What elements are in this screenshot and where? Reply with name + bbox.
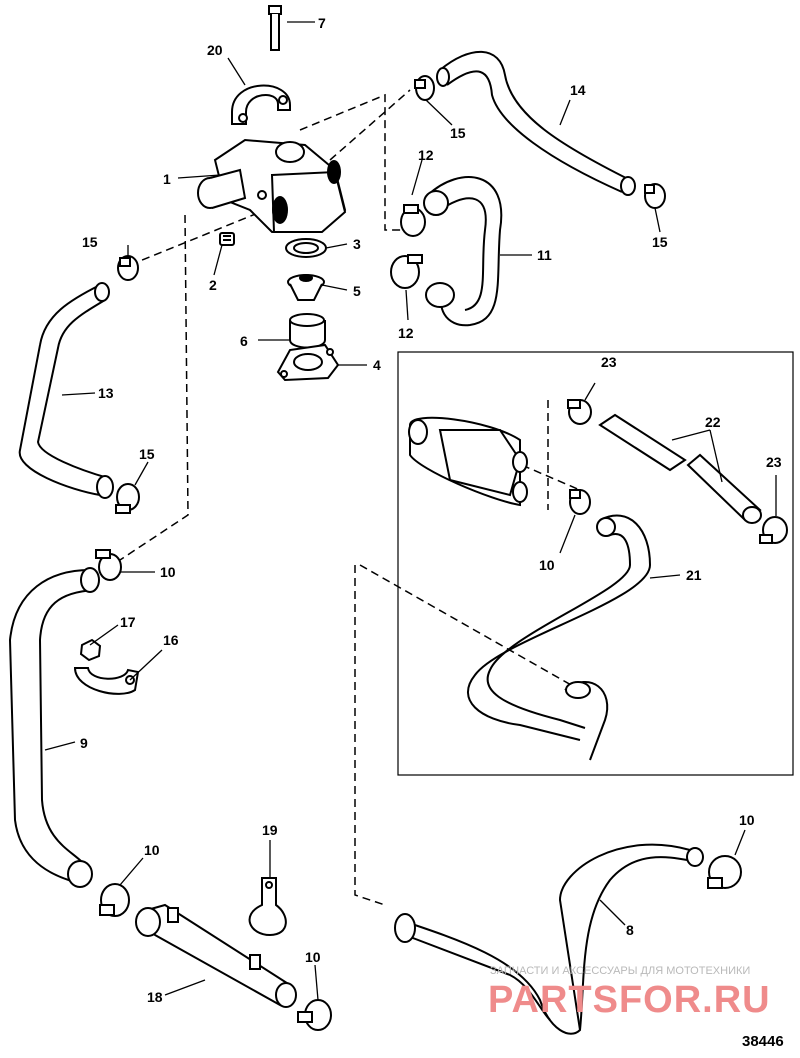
part-12-clamp-b: [390, 254, 423, 289]
part-10-clamp-d: [99, 883, 130, 917]
part-y-fitting: [408, 416, 528, 507]
part-13-hose: [18, 282, 114, 499]
callout-23a: 23: [601, 354, 617, 370]
part-23-clamp-b: [759, 516, 788, 544]
part-5-thermostat: [287, 274, 325, 301]
part-21-hose: [467, 514, 652, 761]
callout-labels: 7 20 1 2 3 5 6 4 14 15 12 11 12 15 15 13…: [80, 15, 782, 1005]
part-12-clamp-a: [400, 204, 426, 237]
part-8-hose: [394, 843, 704, 1035]
callout-10e: 10: [305, 949, 321, 965]
watermark: ЗАПЧАСТИ И АКСЕССУАРЫ ДЛЯ МОТОТЕХНИКИ PA…: [488, 965, 771, 1021]
callout-13: 13: [98, 385, 114, 401]
watermark-brand: PARTSFOR.RU: [488, 979, 771, 1021]
callout-22: 22: [705, 414, 721, 430]
callout-1: 1: [163, 171, 171, 187]
callout-19: 19: [262, 822, 278, 838]
callout-6: 6: [240, 333, 248, 349]
inset-frame: [397, 351, 794, 776]
diagram-code: 38446: [742, 1033, 784, 1050]
part-15-clamp-b: [644, 183, 666, 209]
callout-4: 4: [373, 357, 381, 373]
part-6-sleeve: [289, 313, 326, 349]
part-18-cooler: [135, 903, 297, 1008]
part-16-clip: [73, 667, 140, 695]
callout-18: 18: [147, 989, 163, 1005]
part-15-clamp-a: [414, 75, 435, 101]
part-22-tubes: [598, 413, 762, 524]
callout-10b: 10: [539, 557, 555, 573]
callout-11: 11: [537, 247, 552, 263]
callout-9: 9: [80, 735, 88, 751]
part-4-gasket-plate: [276, 343, 340, 382]
callout-15b: 15: [652, 234, 668, 250]
callout-15d: 15: [139, 446, 155, 462]
part-20-bracket: [231, 84, 291, 125]
part-2-plug: [219, 232, 235, 246]
part-17-nut: [79, 638, 102, 662]
callout-14: 14: [570, 82, 586, 98]
callout-5: 5: [353, 283, 361, 299]
part-11-hose: [423, 176, 503, 327]
callout-15c: 15: [82, 234, 98, 250]
part-23-clamp-a: [567, 399, 592, 425]
part-7-bolt: [268, 5, 282, 51]
callout-10d: 10: [144, 842, 160, 858]
watermark-caption: ЗАПЧАСТИ И АКСЕССУАРЫ ДЛЯ МОТОТЕХНИКИ: [490, 965, 750, 977]
callout-17: 17: [120, 614, 136, 630]
callout-3: 3: [353, 236, 361, 252]
part-10-clamp-e: [297, 999, 332, 1031]
part-19-clamp: [248, 877, 287, 937]
part-15-clamp-c: [117, 255, 139, 281]
part-14-hose: [436, 50, 636, 196]
callout-21: 21: [686, 567, 702, 583]
part-10-clamp-c: [707, 855, 742, 889]
callout-10a: 10: [160, 564, 176, 580]
part-15-clamp-d: [115, 483, 140, 514]
callout-12b: 12: [398, 325, 414, 341]
callout-2: 2: [209, 277, 217, 293]
callout-12a: 12: [418, 147, 434, 163]
part-1-thermostat-housing: [197, 138, 347, 234]
part-9-hose: [8, 567, 100, 888]
callout-10c: 10: [739, 812, 755, 828]
leader-lines: [44, 21, 777, 1001]
callout-16: 16: [163, 632, 179, 648]
callout-15a: 15: [450, 125, 466, 141]
part-10-clamp-b: [569, 489, 591, 515]
callout-8: 8: [626, 922, 634, 938]
callout-7: 7: [318, 15, 326, 31]
callout-23b: 23: [766, 454, 782, 470]
callout-20: 20: [207, 42, 223, 58]
part-10-clamp-a: [95, 549, 122, 581]
